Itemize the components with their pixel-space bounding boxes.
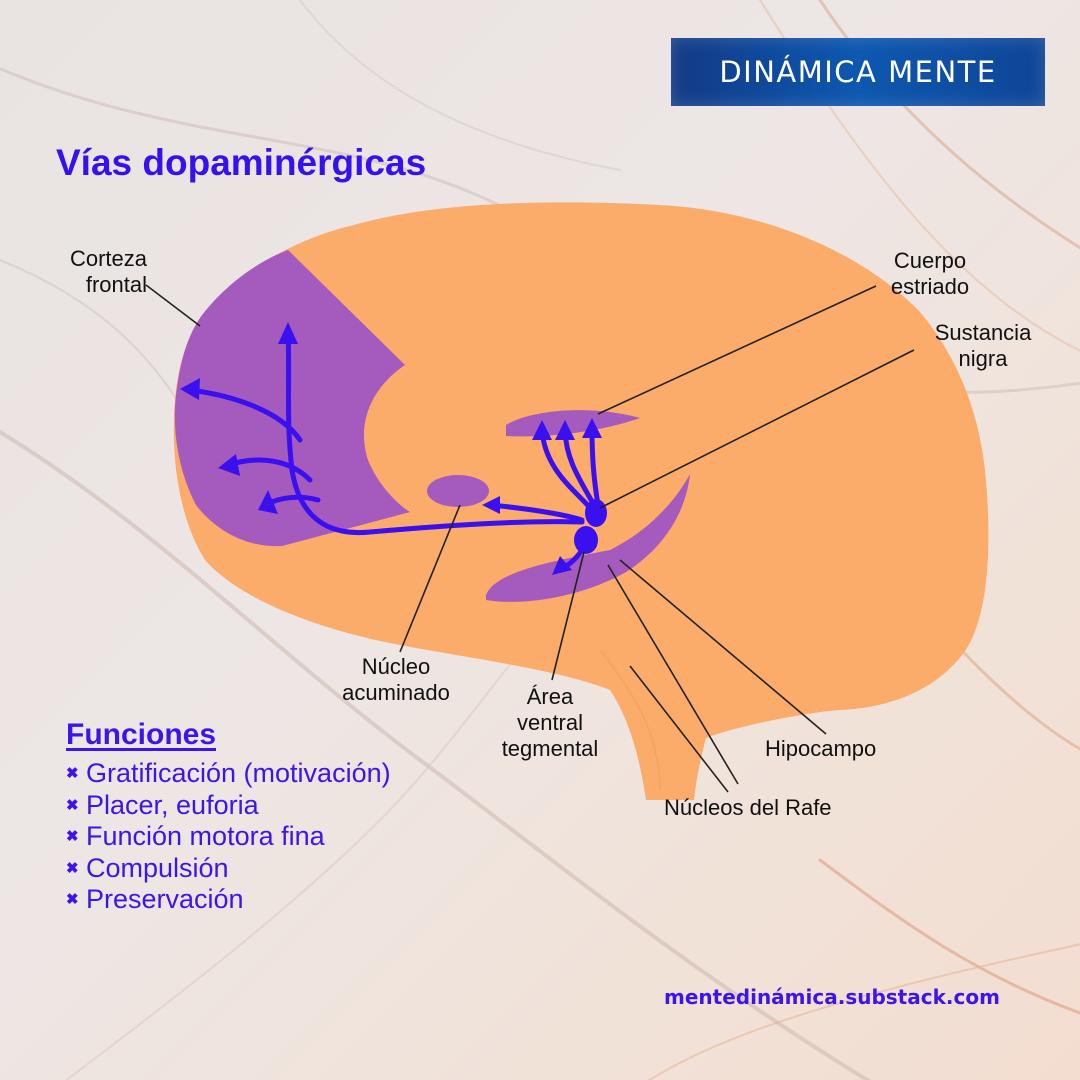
label-line: frontal bbox=[85, 272, 147, 297]
brand-badge: DINÁMICA MENTE bbox=[671, 38, 1045, 106]
list-item-text: Función motora fina bbox=[86, 821, 325, 851]
funciones-panel: Funciones ✖ Gratificación (motivación) ✖… bbox=[66, 718, 391, 916]
label-line: Núcleos del Rafe bbox=[664, 795, 832, 820]
label-line: nigra bbox=[958, 346, 1008, 371]
ventral-tegmental-nucleus bbox=[574, 526, 598, 554]
label-hipocampo: Hipocampo bbox=[765, 736, 876, 762]
label-line: acuminado bbox=[342, 680, 450, 705]
label-line: Área bbox=[526, 684, 574, 709]
label-line: Sustancia bbox=[934, 320, 1032, 345]
label-line: Hipocampo bbox=[765, 736, 877, 761]
label-nucleo-acuminado: Núcleo acuminado bbox=[318, 654, 474, 706]
cross-bullet-icon: ✖ bbox=[66, 765, 79, 782]
list-item: ✖ Preservación bbox=[66, 884, 391, 916]
list-item: ✖ Función motora fina bbox=[66, 821, 391, 853]
arrowheads bbox=[180, 322, 602, 575]
list-item-text: Compulsión bbox=[86, 852, 229, 883]
substantia-nigra-nucleus bbox=[585, 499, 607, 527]
label-line: ventral bbox=[516, 710, 584, 735]
hippocampus-region bbox=[486, 474, 690, 602]
list-item-text: Preservación bbox=[86, 884, 244, 914]
label-area-ventral-tegmental: Área ventral tegmental bbox=[478, 684, 622, 762]
label-line: Corteza bbox=[69, 246, 147, 271]
label-line: estriado bbox=[890, 274, 970, 299]
page-title: Vías dopaminérgicas bbox=[56, 142, 427, 183]
cross-bullet-icon: ✖ bbox=[66, 859, 79, 877]
cross-bullet-icon: ✖ bbox=[66, 891, 79, 908]
cross-bullet-icon: ✖ bbox=[66, 796, 79, 814]
list-item-text: Placer, euforia bbox=[86, 789, 259, 820]
leader-lines bbox=[145, 284, 915, 793]
website-link[interactable]: mentedinámica.substack.com bbox=[664, 985, 1000, 1009]
label-line: Núcleo bbox=[361, 654, 431, 679]
brand-name: DINÁMICA MENTE bbox=[719, 55, 997, 89]
label-nucleos-rafe: Núcleos del Rafe bbox=[664, 795, 832, 821]
list-item-text: Gratificación (motivación) bbox=[86, 758, 391, 788]
funciones-list: ✖ Gratificación (motivación) ✖ Placer, e… bbox=[66, 758, 391, 916]
label-cuerpo-estriado: Cuerpo estriado bbox=[870, 248, 990, 300]
label-line: Cuerpo bbox=[893, 248, 967, 273]
nucleus-accumbens-region bbox=[427, 475, 489, 507]
funciones-title: Funciones bbox=[66, 718, 217, 751]
cross-bullet-icon: ✖ bbox=[66, 828, 79, 845]
list-item: ✖ Placer, euforia bbox=[66, 790, 391, 822]
list-item: ✖ Compulsión bbox=[66, 853, 391, 885]
list-item: ✖ Gratificación (motivación) bbox=[66, 758, 391, 790]
label-corteza-frontal: Corteza frontal bbox=[40, 246, 147, 298]
label-sustancia-nigra: Sustancia nigra bbox=[912, 320, 1054, 372]
label-line: tegmental bbox=[501, 736, 599, 761]
